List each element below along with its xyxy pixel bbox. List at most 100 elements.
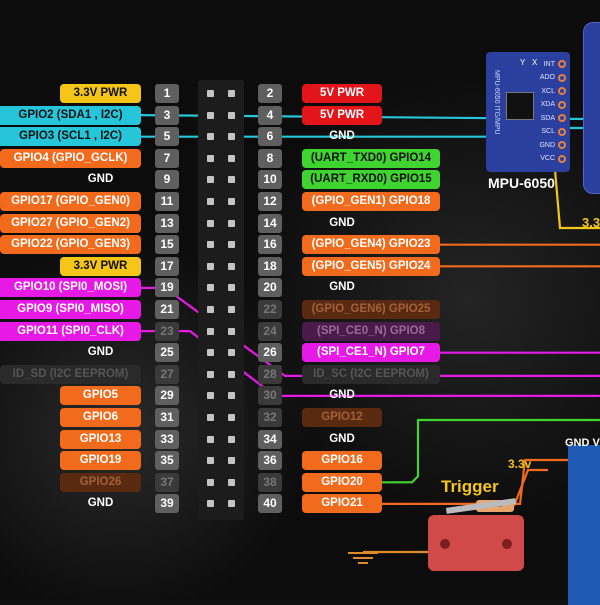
header-pin-hole xyxy=(207,284,214,292)
left-pin-number: 23 xyxy=(155,321,179,341)
left-pin-number: 1 xyxy=(155,84,179,103)
left-pin-label: GPIO19 xyxy=(60,451,141,471)
header-pin-hole xyxy=(228,219,235,227)
right-pin-label: (UART_RXD0) GPIO15 xyxy=(302,170,440,190)
ground-symbol xyxy=(348,552,378,566)
right-pin-label: GND xyxy=(329,281,355,294)
right-pin-number: 20 xyxy=(258,278,282,298)
mpu6050-pin-pad xyxy=(558,73,566,82)
header-pin-hole xyxy=(207,241,214,249)
left-pin-label: 3.3V PWR xyxy=(60,256,141,276)
mpu6050-pin-pad xyxy=(558,127,566,136)
mpu6050-chip xyxy=(506,92,534,120)
axis-y-label: Y xyxy=(520,58,526,67)
left-pin-label: ID_SD (I2C EEPROM) xyxy=(0,364,141,384)
mpu6050-pin-pad xyxy=(558,100,566,109)
left-pin-number: 17 xyxy=(155,256,179,276)
right-pin-number: 12 xyxy=(258,192,282,211)
right-pin-number: 28 xyxy=(258,364,282,384)
right-pin-label: 5V PWR xyxy=(302,105,382,125)
right-pin-number: 32 xyxy=(258,408,282,427)
header-pin-hole xyxy=(207,133,214,141)
right-pin-number: 8 xyxy=(258,148,282,168)
header-pin-hole xyxy=(228,457,235,465)
mpu6050-pin: INT xyxy=(544,58,566,70)
header-pin-hole xyxy=(228,198,235,205)
header-pin-hole xyxy=(207,435,214,443)
microswitch-body xyxy=(428,498,524,571)
right-pin-label: 5V PWR xyxy=(302,84,382,103)
header-pin-hole xyxy=(228,435,235,443)
header-pin-hole xyxy=(228,133,235,141)
left-pin-label: GPIO5 xyxy=(60,386,141,406)
mpu6050-pin-pad xyxy=(558,60,566,68)
right-module-header-text: GND V xyxy=(565,437,600,449)
right-pin-label: GND xyxy=(329,130,355,143)
header-pin-hole xyxy=(228,370,235,378)
trigger-title: Trigger xyxy=(441,477,499,496)
right-pin-number: 26 xyxy=(258,343,282,363)
right-pin-label: GND xyxy=(329,432,355,445)
right-pin-number: 34 xyxy=(258,429,282,449)
header-pin-hole xyxy=(207,327,214,335)
mpu6050-pin-label: SDA xyxy=(540,114,555,122)
right-pin-label: GPIO20 xyxy=(302,472,382,492)
left-pin-label: GPIO17 (GPIO_GEN0) xyxy=(0,192,141,211)
header-pin-hole xyxy=(228,262,235,270)
right-pin-label: (GPIO_GEN6) GPIO25 xyxy=(302,300,440,319)
header-pin-hole xyxy=(207,198,214,205)
mpu6050-pin-pad xyxy=(558,87,566,95)
left-pin-label: GPIO3 (SCL1 , I2C) xyxy=(0,127,141,147)
right-pin-number: 18 xyxy=(258,256,282,276)
left-pin-number: 29 xyxy=(155,386,179,406)
mpu6050-pin: XCL xyxy=(541,85,566,97)
left-pin-label: GPIO2 (SDA1 , I2C) xyxy=(0,105,141,125)
header-pin-hole xyxy=(207,478,214,486)
right-pin-number: 38 xyxy=(258,472,282,492)
left-pin-number: 13 xyxy=(155,213,179,233)
left-pin-number: 21 xyxy=(155,300,179,319)
header-pin-hole xyxy=(228,241,235,249)
header-pin-hole xyxy=(207,392,214,400)
right-pin-number: 30 xyxy=(258,386,282,406)
left-pin-number: 7 xyxy=(155,148,179,168)
mpu6050-side-text: MPU-6050 ITG/MPU xyxy=(493,70,500,135)
right-pin-label: (GPIO_GEN4) GPIO23 xyxy=(302,235,440,255)
right-pin-number: 40 xyxy=(258,494,282,514)
microswitch-hole xyxy=(502,539,512,549)
mpu6050-pin: SDA xyxy=(541,112,566,124)
header-pin-hole xyxy=(228,414,235,421)
mpu6050-pin-label: XDA xyxy=(540,101,555,108)
left-pin-number: 3 xyxy=(155,105,179,125)
header-pin-hole xyxy=(207,500,214,508)
right-pin-number: 36 xyxy=(258,451,282,471)
left-pin-number: 9 xyxy=(155,170,179,190)
mpu6050-pin-pad xyxy=(558,154,566,163)
right-pin-label: GND xyxy=(329,389,355,402)
left-pin-number: 39 xyxy=(155,494,179,514)
right-pin-label: GPIO12 xyxy=(302,408,382,427)
mpu6050-pin: VCC xyxy=(540,153,566,165)
right-pin-number: 6 xyxy=(258,127,282,147)
right-pin-label: (GPIO_GEN1) GPIO18 xyxy=(302,192,440,211)
left-pin-number: 27 xyxy=(155,364,179,384)
mpu6050-pin-pad xyxy=(558,141,566,149)
header-pin-hole xyxy=(207,457,214,465)
right-bottom-module xyxy=(568,445,600,605)
right-pin-number: 4 xyxy=(258,105,282,125)
left-pin-number: 15 xyxy=(155,235,179,255)
left-pin-label: 3.3V PWR xyxy=(60,84,141,103)
right-pin-number: 24 xyxy=(258,321,282,341)
left-pin-label: GPIO26 xyxy=(60,472,141,492)
header-pin-hole xyxy=(228,500,235,508)
header-pin-hole xyxy=(207,370,214,378)
header-pin-hole xyxy=(228,478,235,486)
wire-mpu-vcc xyxy=(553,169,600,230)
right-pin-label: (SPI_CE1_N) GPIO7 xyxy=(302,343,440,363)
left-pin-number: 35 xyxy=(155,451,179,471)
right-pin-label: GPIO16 xyxy=(302,451,382,471)
right-pin-number: 10 xyxy=(258,170,282,190)
mpu6050-title: MPU-6050 xyxy=(488,175,555,191)
left-pin-label: GPIO27 (GPIO_GEN2) xyxy=(0,213,141,233)
mpu6050-pin-label: VCC xyxy=(540,155,555,162)
